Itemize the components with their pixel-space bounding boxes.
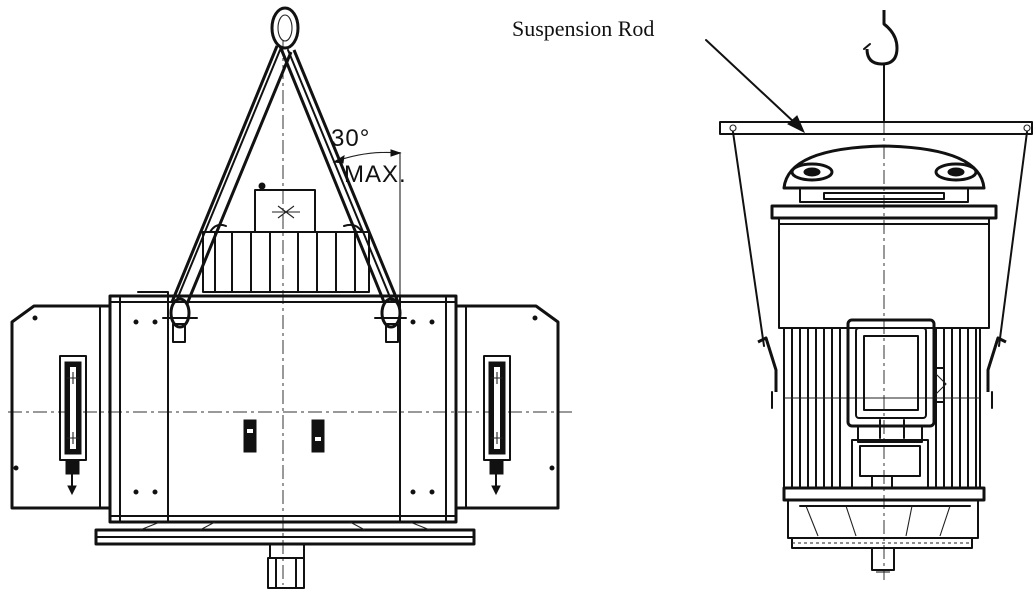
mounting-feet [243,419,325,453]
angle-dimension: 30° MAX. [331,125,407,298]
suspension-rod-leader [705,39,806,134]
fan-cover [782,144,986,203]
shaft [267,557,305,589]
lifting-lugs [757,336,1007,409]
terminal-box [254,182,316,233]
suspension-cables [732,131,1028,347]
housing-fins [791,327,977,489]
motor-flange [782,475,986,549]
suspension-rod-label: Suspension Rod [512,16,654,41]
lifting-ring [270,6,300,50]
base-plate [94,521,476,559]
right-shaft [871,547,895,573]
right-end-cover [454,304,560,510]
left-lifting-view: 30° MAX. [8,6,572,589]
crane-hook-icon [863,10,899,123]
angle-limit: MAX. [344,161,407,188]
left-end-cover [10,304,112,510]
motor-finned-housing [783,327,981,489]
left-shackle [162,297,198,343]
terminal-box-front [846,318,947,489]
motor-upper-housing [770,204,998,329]
angle-value: 30° [331,125,370,152]
right-lifting-view: Suspension Rod [512,10,1033,580]
fin-assembly [202,223,370,293]
right-sling [278,45,400,303]
right-shackle [374,297,407,343]
suspension-rod [719,121,1033,135]
left-sling [170,45,293,305]
